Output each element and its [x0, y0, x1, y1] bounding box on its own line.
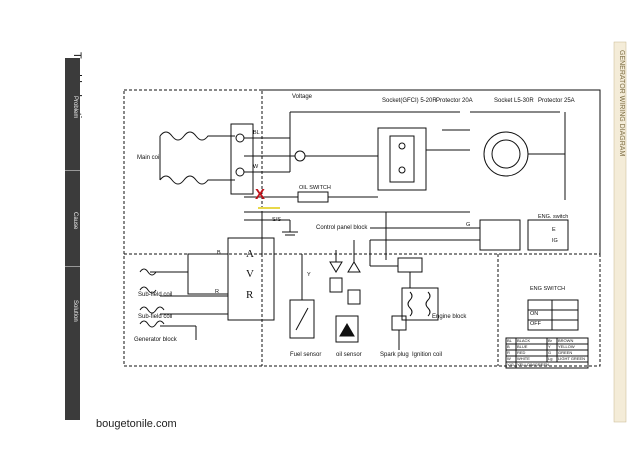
oil-switch-label: OIL SWITCH — [299, 185, 331, 191]
socket-l5-30r-label: Socket L5-30R — [494, 98, 534, 104]
wire-tag-b: B — [217, 250, 221, 256]
wire-tag-y: Y — [307, 272, 311, 278]
legend-name: WHITE — [517, 356, 530, 361]
legend-name: YELLOW — [558, 344, 575, 349]
legend-code: Lg — [548, 356, 553, 361]
wire-tag-w: W — [253, 164, 259, 170]
legend-name: LIGHT GREEN — [558, 356, 586, 361]
protector-20a-label: Protector 20A — [436, 98, 473, 104]
legend-name: BLUE — [517, 344, 528, 349]
eng-switch-box-label: ENG SWITCH — [530, 286, 566, 292]
wire-tag-bl: BL — [253, 130, 260, 136]
sidebar — [65, 58, 80, 420]
wire-tag-ig: IG — [552, 238, 558, 244]
fuel-sensor-label: Fuel sensor — [290, 352, 322, 358]
wire-tag-g: G — [466, 222, 471, 228]
socket-gfci-label: Socket(GFCI) 5-20R — [382, 98, 437, 104]
avr-letter-r: R — [246, 289, 254, 301]
protector-25a-label: Protector 25A — [538, 98, 575, 104]
wire-tag-on: ON — [530, 311, 539, 317]
avr-letter-v: V — [246, 268, 254, 280]
control-panel-block-label: Control panel block — [316, 225, 368, 231]
wire-tag-e: E — [552, 227, 556, 233]
legend-code: G — [548, 350, 552, 355]
sidebar-divider — [65, 170, 80, 171]
legend-code: W — [507, 356, 511, 361]
legend-name: BLACK — [517, 338, 531, 343]
wire-tag-off: OFF — [530, 321, 541, 327]
sub-field-coil-label: Sub-field coil — [138, 314, 173, 320]
spark-plug-label: Spark plug — [380, 352, 409, 358]
wire-tag-r: R — [215, 289, 219, 295]
right-edge-title: GENERATOR WIRING DIAGRAM — [618, 50, 625, 157]
sidebar-divider — [65, 266, 80, 267]
color-legend: BL BLACK Br BROWN B BLUE Y YELLOW R RED … — [506, 338, 588, 368]
ignition-coil-label: Ignition coil — [412, 352, 443, 358]
legend-name: GREEN — [558, 350, 573, 355]
voltage-label: Voltage — [292, 94, 313, 100]
legend-code: Br — [548, 338, 552, 343]
legend-name: YELLOW/GREEN — [517, 362, 550, 367]
avr-letter-a: A — [246, 248, 254, 260]
eng-switch-top-label: ENG. switch — [538, 214, 569, 220]
legend-name: RED — [517, 350, 526, 355]
ss-label: S/S — [272, 217, 281, 223]
generator-block-label: Generator block — [134, 337, 177, 343]
legend-code: R — [507, 350, 510, 355]
legend-code: Y — [548, 344, 551, 349]
legend-code: B — [507, 344, 510, 349]
legend-code: Y/G — [507, 362, 514, 367]
sub-coil-label: Sub-field coil — [138, 292, 173, 298]
legend-name: BROWN — [558, 338, 574, 343]
oil-sensor-label: oil sensor — [336, 352, 362, 358]
fault-marker: X — [255, 186, 266, 203]
legend-code: BL — [507, 338, 512, 343]
main-coil-label: Main coil — [137, 155, 161, 161]
engine-block-label: Engine block — [432, 314, 467, 320]
watermark-text: bougetonile.com — [96, 418, 177, 430]
